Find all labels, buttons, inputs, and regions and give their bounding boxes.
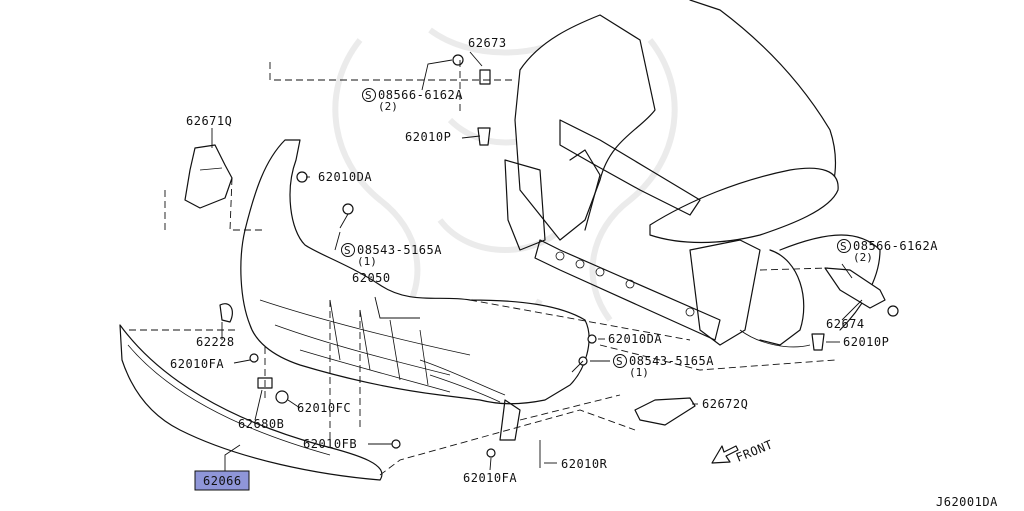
callout-08566-right-qty: (2) bbox=[853, 251, 873, 264]
callout-62010p-right: 62010P bbox=[843, 335, 889, 349]
callout-62672q: 62672Q bbox=[702, 397, 748, 411]
callout-08543-top-qty: (1) bbox=[357, 255, 377, 268]
front-label: FRONT bbox=[734, 437, 775, 464]
front-direction-arrow bbox=[711, 445, 739, 464]
diagram-code: J62001DA bbox=[936, 495, 998, 509]
callout-62010da-top: 62010DA bbox=[318, 170, 372, 184]
bolt-symbol-circle bbox=[362, 88, 376, 102]
bracket-62672q bbox=[634, 397, 696, 426]
callout-08543-mid: 08543-5165A bbox=[629, 354, 714, 368]
callout-62010fa-left: 62010FA bbox=[170, 357, 224, 371]
bolt-symbol-circle bbox=[341, 243, 355, 257]
callout-62010fa-bottom: 62010FA bbox=[463, 471, 517, 485]
bolt-symbol: S bbox=[344, 244, 351, 257]
callout-62674: 62674 bbox=[826, 317, 865, 331]
bolt-symbol-circle bbox=[613, 354, 627, 368]
callout-62671q: 62671Q bbox=[186, 114, 232, 128]
callout-62010da-mid: 62010DA bbox=[608, 332, 662, 346]
callout-62010r: 62010R bbox=[561, 457, 608, 471]
callout-62010fb: 62010FB bbox=[303, 437, 357, 451]
highlighted-part-number[interactable]: 62066 bbox=[203, 474, 242, 488]
bracket-62674 bbox=[824, 267, 886, 309]
callout-62010p-top: 62010P bbox=[405, 130, 451, 144]
callout-08543-mid-qty: (1) bbox=[629, 366, 649, 379]
vehicle-body-structure bbox=[504, 0, 881, 348]
callout-62680b: 62680B bbox=[238, 417, 284, 431]
bolt-symbol: S bbox=[365, 89, 372, 102]
callout-62050: 62050 bbox=[352, 271, 391, 285]
callout-08566-top-qty: (2) bbox=[378, 100, 398, 113]
bolt-symbol: S bbox=[840, 240, 847, 253]
callout-62228: 62228 bbox=[196, 335, 235, 349]
install-dashed-lines bbox=[128, 60, 836, 476]
bumper-fascia-62050 bbox=[240, 139, 590, 441]
callout-62673: 62673 bbox=[468, 36, 507, 50]
bolt-symbol: S bbox=[616, 355, 623, 368]
bracket-62671q bbox=[184, 144, 233, 209]
callout-08566-right: 08566-6162A bbox=[853, 239, 938, 253]
callout-62010fc: 62010FC bbox=[297, 401, 351, 415]
lower-spoiler-62066 bbox=[119, 324, 383, 481]
highlighted-part-box[interactable] bbox=[194, 470, 250, 491]
bolt-symbol-circle bbox=[837, 239, 851, 253]
fastener-clips bbox=[219, 54, 899, 468]
callout-08543-top: 08543-5165A bbox=[357, 243, 442, 257]
callout-08566-top: 08566-6162A bbox=[378, 88, 463, 102]
leader-lines bbox=[211, 51, 863, 478]
